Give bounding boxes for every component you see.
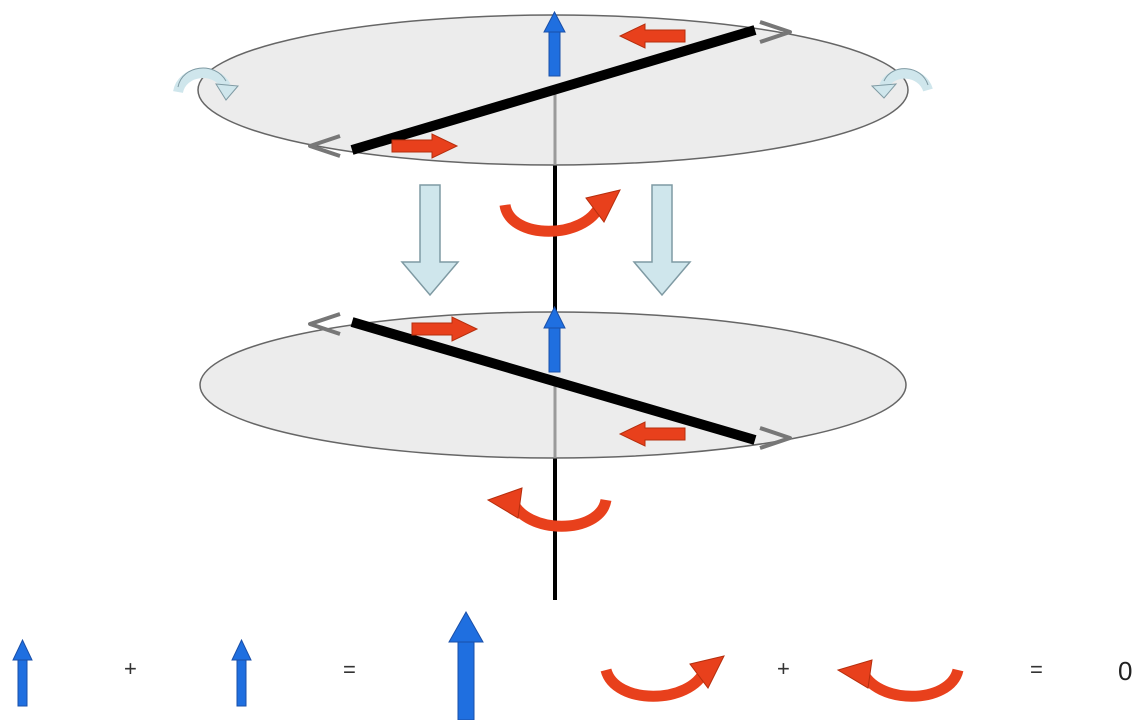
top-disc-chevron-left-icon [308, 134, 341, 158]
red-curved-arrow-counterclockwise-icon [499, 189, 621, 237]
red-curved-arrow-clockwise-icon [486, 487, 612, 532]
top-disc-rotation-arrow-right-icon [870, 68, 933, 99]
equation-plus-2: + [777, 656, 790, 681]
bottom-disc-red-arrow-right-icon [411, 316, 479, 342]
top-disc-rotation-arrow-left-icon [173, 67, 240, 101]
equation-plus-1: + [124, 656, 137, 681]
equation-blue-arrow-small-1-icon [12, 638, 33, 707]
down-arrow-left-icon [400, 184, 460, 297]
bottom-disc-rod [350, 317, 757, 445]
bottom-disc-chevron-right-icon [759, 426, 792, 450]
down-arrow-right-icon [632, 184, 692, 297]
equation-row: + = + = 0 [12, 610, 1132, 720]
bottom-disc-red-arrow-left-icon [618, 421, 686, 447]
equation-equals-1: = [343, 657, 356, 682]
equation-red-curved-arrow-2-icon [836, 659, 964, 702]
bottom-disc-group [199, 305, 907, 459]
bottom-disc-blue-spin-arrow-icon [543, 305, 566, 373]
top-disc-red-arrow-right-icon [391, 133, 459, 159]
top-disc-group [173, 10, 933, 166]
top-disc-chevron-right-icon [759, 20, 792, 44]
equation-red-curved-arrow-1-icon [600, 655, 725, 702]
equation-blue-arrow-large-icon [448, 610, 484, 720]
equation-equals-2: = [1030, 657, 1043, 682]
top-disc-red-arrow-left-icon [618, 23, 686, 49]
top-disc-rod [350, 25, 757, 155]
bottom-disc-chevron-left-icon [308, 312, 341, 336]
top-disc-blue-spin-arrow-icon [543, 10, 566, 77]
equation-result: 0 [1118, 656, 1132, 686]
equation-blue-arrow-small-2-icon [231, 638, 252, 707]
